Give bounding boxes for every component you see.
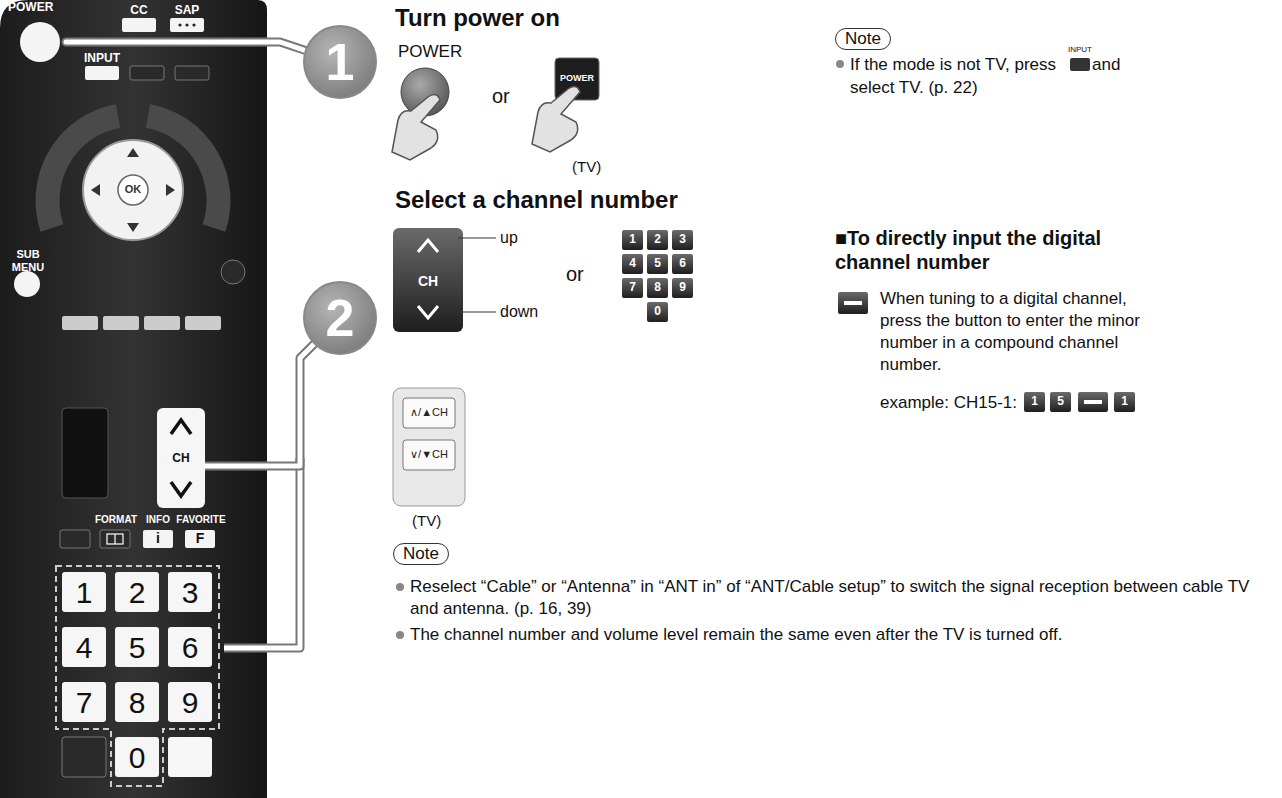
- input-icon: [1070, 58, 1090, 71]
- key-number: 1: [62, 575, 106, 611]
- button-label: F: [185, 530, 215, 547]
- callout-number: 2: [303, 281, 377, 355]
- button-label: ∨/▼CH: [403, 448, 455, 461]
- callout-text: 2: [326, 292, 355, 344]
- key-number: 0: [647, 304, 668, 318]
- direction-label: down: [500, 302, 538, 321]
- volume-rocker: [62, 408, 108, 498]
- step-heading: Select a channel number: [395, 186, 678, 215]
- button-label: FORMAT: [92, 514, 140, 526]
- key-number: 5: [647, 256, 668, 270]
- key-number: 6: [672, 256, 693, 270]
- hand-icon: [392, 95, 440, 160]
- body-text: When tuning to a digital channel, press …: [880, 288, 1155, 376]
- dash-button: [1078, 392, 1108, 412]
- leader-line: [205, 344, 314, 466]
- key-number: 7: [62, 685, 106, 721]
- or-text: or: [566, 262, 584, 286]
- button-label: CH: [393, 273, 463, 290]
- tv-marker: (TV): [572, 158, 601, 176]
- key-number: 1: [622, 232, 643, 246]
- note-text: and: [1092, 54, 1120, 76]
- callout-number: 1: [303, 25, 377, 99]
- note-tag: Note: [835, 28, 891, 50]
- leader-outline: [66, 42, 305, 50]
- section-heading: ■To directly input the digital channel n…: [835, 226, 1165, 274]
- button-label: POWER: [6, 0, 66, 14]
- format-button: [100, 530, 130, 548]
- info-button: [143, 530, 173, 548]
- key-number: 6: [168, 630, 212, 666]
- button-label: CC: [122, 3, 156, 17]
- button-label: POWER: [555, 73, 599, 84]
- key-number: 5: [1050, 394, 1071, 408]
- key-number: 9: [672, 280, 693, 294]
- step-heading: Turn power on: [395, 4, 560, 33]
- key-number: 7: [622, 280, 643, 294]
- button-label: ∧/▲CH: [403, 406, 455, 419]
- key-number: 8: [647, 280, 668, 294]
- key-number: 8: [115, 685, 159, 721]
- remote-body: [0, 0, 267, 798]
- leader-line: [224, 458, 300, 648]
- leader-line: [66, 42, 305, 50]
- tv-ch-panel: [393, 388, 465, 506]
- cc-button: [122, 18, 156, 32]
- hand-icon: [532, 87, 580, 152]
- key-number: 1: [1114, 394, 1135, 408]
- leader-outline: [205, 344, 314, 466]
- key-number: 2: [647, 232, 668, 246]
- button-label: FAVORITE: [172, 514, 230, 526]
- sap-button: [170, 18, 204, 32]
- key-number: 3: [672, 232, 693, 246]
- note-text: The channel number and volume level rema…: [410, 624, 1260, 646]
- keypad-keys: [62, 572, 212, 777]
- direction-label: up: [500, 228, 518, 247]
- power-button: POWER: [6, 0, 66, 64]
- sub-menu-button: [14, 271, 40, 297]
- button-label: OK: [119, 183, 147, 196]
- input-button: [85, 66, 119, 80]
- key-number: 4: [62, 630, 106, 666]
- key-number: 5: [115, 630, 159, 666]
- key-number: 0: [115, 740, 159, 776]
- key-number: 2: [115, 575, 159, 611]
- or-text: or: [492, 84, 510, 108]
- key-number: 3: [168, 575, 212, 611]
- button-label: SAP: [170, 3, 204, 17]
- button-label: INPUT: [80, 51, 124, 65]
- key-number: 9: [168, 685, 212, 721]
- favorite-button: [185, 530, 215, 548]
- button-label: SUB MENU: [6, 248, 50, 274]
- button-label: POWER: [398, 42, 462, 62]
- key-number: 4: [622, 256, 643, 270]
- key-number: 1: [1024, 394, 1045, 408]
- tv-marker: (TV): [412, 512, 441, 530]
- callout-text: 1: [326, 36, 355, 88]
- ch-rocker: CH: [157, 408, 205, 508]
- keypad-outline: [56, 566, 219, 786]
- note-tag: Note: [393, 543, 449, 565]
- ch-rocker-icon: [393, 228, 463, 332]
- note-text: Reselect “Cable” or “Antenna” in “ANT in…: [410, 576, 1260, 620]
- note-text: select TV. (p. 22): [850, 77, 978, 99]
- body-text: example: CH15-1:: [880, 392, 1017, 414]
- note-text: If the mode is not TV, press: [850, 54, 1056, 76]
- button-label: INPUT: [1063, 45, 1097, 55]
- power-button-face: [20, 22, 60, 62]
- dash-button: [838, 292, 868, 314]
- button-label: INFO: [138, 514, 178, 526]
- button-label: i: [143, 530, 173, 547]
- button-label: CH: [157, 451, 205, 465]
- dpad: [83, 140, 183, 240]
